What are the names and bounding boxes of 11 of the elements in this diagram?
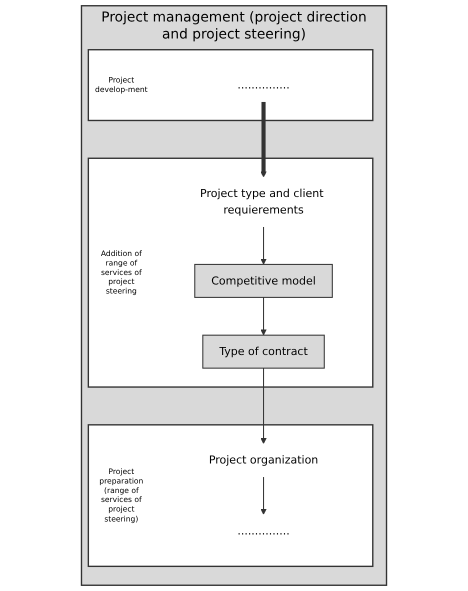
arrow bbox=[260, 368, 267, 444]
node-text: Project type and client requierements bbox=[200, 186, 324, 216]
arrow bbox=[260, 226, 267, 265]
node-box: Type of contract bbox=[202, 334, 325, 369]
node-text: ............... bbox=[237, 524, 290, 538]
arrow bbox=[260, 476, 267, 515]
arrow bbox=[260, 297, 267, 336]
arrow bbox=[260, 102, 267, 178]
node-box: Competitive model bbox=[194, 264, 333, 298]
node-text: ............... bbox=[237, 78, 290, 92]
node-text: Project organization bbox=[208, 453, 318, 466]
